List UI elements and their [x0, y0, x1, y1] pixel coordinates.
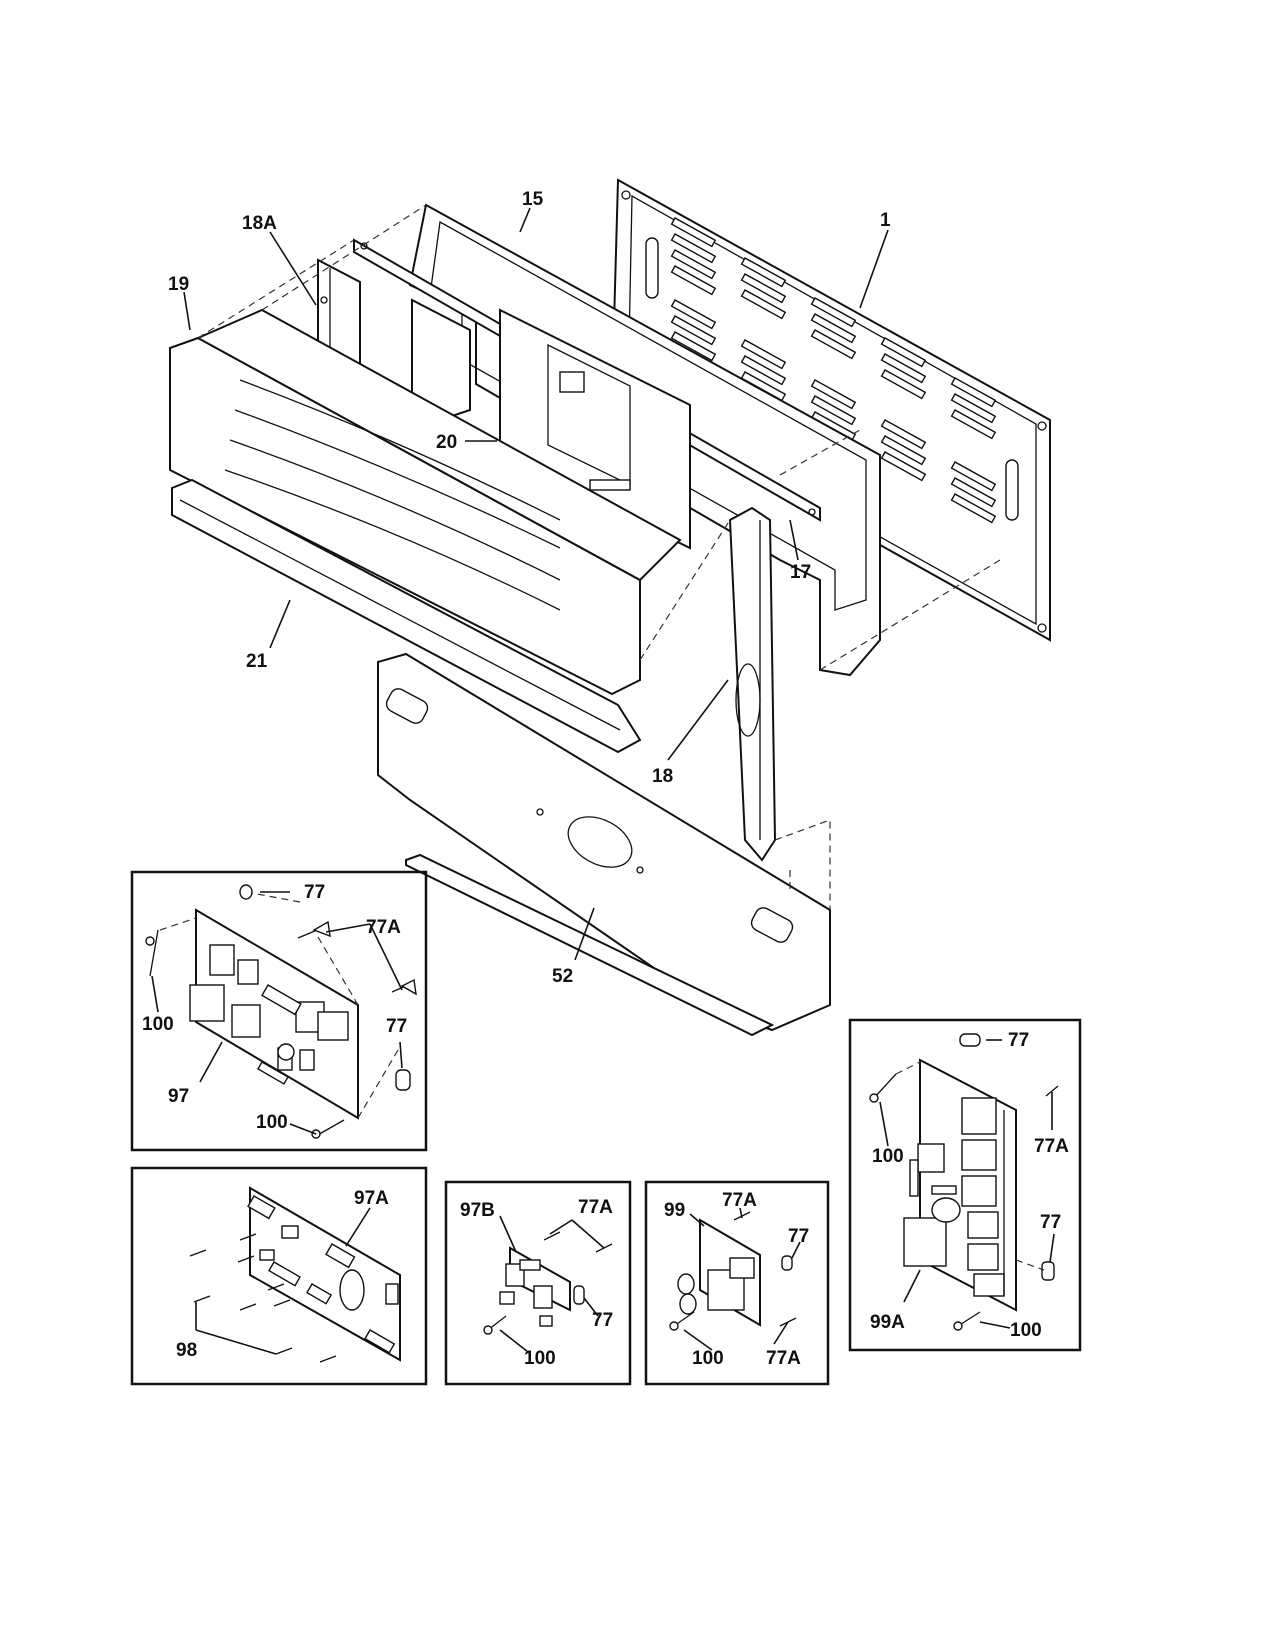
inset-box-board-97B — [444, 1180, 632, 1386]
box2-label-98: 98 — [176, 1340, 197, 1361]
box1-label-100-bottom: 100 — [256, 1112, 288, 1133]
label-part-19: 19 — [168, 274, 189, 295]
alignment-dashed-lines — [197, 204, 1001, 910]
label-part-1: 1 — [880, 210, 891, 231]
label-part-18: 18 — [652, 766, 673, 787]
lower-back-panel — [377, 652, 831, 1037]
box5-label-99A: 99A — [870, 1312, 905, 1333]
rear-vent-panel — [610, 178, 1051, 642]
right-end-bracket — [728, 506, 777, 862]
box3-label-77: 77 — [592, 1310, 613, 1331]
box1-label-77-top: 77 — [304, 882, 325, 903]
box2-label-97A: 97A — [354, 1188, 389, 1209]
trim-strip — [171, 478, 642, 754]
label-part-52: 52 — [552, 966, 573, 987]
vent-slots — [670, 217, 997, 524]
label-part-20: 20 — [436, 432, 457, 453]
box5-label-77A: 77A — [1034, 1136, 1069, 1157]
box3-label-100: 100 — [524, 1348, 556, 1369]
inset-box-board-97A — [130, 1166, 428, 1386]
box1-label-77-right: 77 — [386, 1016, 407, 1037]
box1-label-97: 97 — [168, 1086, 189, 1107]
box4-label-77A-bottom: 77A — [766, 1348, 801, 1369]
box4-label-99: 99 — [664, 1200, 685, 1221]
box5-label-77-right: 77 — [1040, 1212, 1061, 1233]
box1-label-77A: 77A — [366, 917, 401, 938]
label-part-17: 17 — [790, 562, 811, 583]
control-board — [499, 308, 691, 550]
box4-label-77: 77 — [788, 1226, 809, 1247]
box3-label-77A: 77A — [578, 1197, 613, 1218]
box4-label-77A-top: 77A — [722, 1190, 757, 1211]
box5-label-77-top: 77 — [1008, 1030, 1029, 1051]
label-part-21: 21 — [246, 651, 268, 672]
box4-label-100: 100 — [692, 1348, 724, 1369]
label-part-18A: 18A — [242, 213, 277, 234]
box1-label-100-left: 100 — [142, 1014, 174, 1035]
inset-box-board-99 — [644, 1180, 830, 1386]
inset-box-board-97 — [130, 870, 428, 1152]
leader-lines-main — [183, 207, 889, 961]
inset-box-board-99A — [848, 1018, 1082, 1352]
box5-label-100-bottom: 100 — [1010, 1320, 1042, 1341]
box3-label-97B: 97B — [460, 1200, 495, 1221]
control-console-front — [169, 308, 682, 696]
box5-label-100-left: 100 — [872, 1146, 904, 1167]
label-part-15: 15 — [522, 189, 544, 210]
